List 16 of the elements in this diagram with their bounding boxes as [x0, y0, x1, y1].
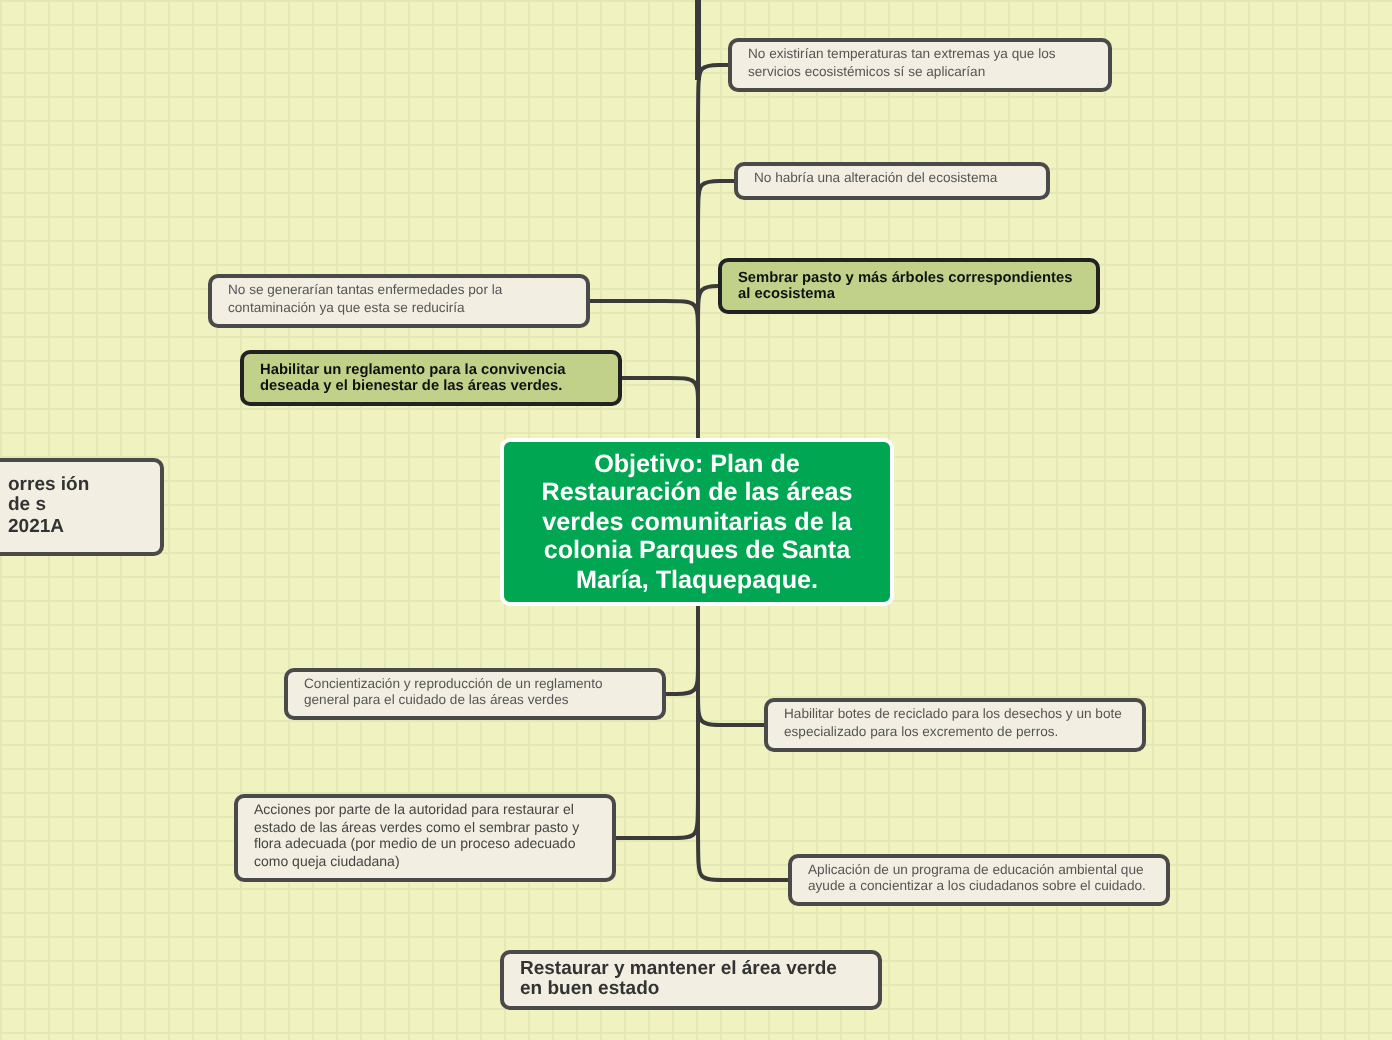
subtopic-box	[234, 794, 616, 882]
main-topic-box	[718, 258, 1100, 314]
connector-line	[622, 376, 700, 438]
topic-text: Restaurar y mantener el área verde en buen estado	[518, 959, 839, 1001]
subtopic-box	[284, 668, 666, 720]
subtopic-box	[208, 274, 590, 328]
subtopic-box	[788, 854, 1170, 906]
topic-box	[500, 950, 882, 1010]
main-topic-box	[240, 350, 622, 406]
topic-text: orres ión de s 2021A	[6, 475, 92, 539]
subtopic-box	[764, 698, 1146, 752]
topic-text: Objetivo: Plan de Restauración de las áreas verdes comunitarias de la colonia Parques de Santa María, Tlaquepaque.	[539, 449, 855, 595]
central-topic-box	[500, 438, 894, 606]
subtopic-box	[734, 162, 1050, 200]
topic-box	[0, 458, 164, 556]
subtopic-box	[728, 38, 1112, 92]
